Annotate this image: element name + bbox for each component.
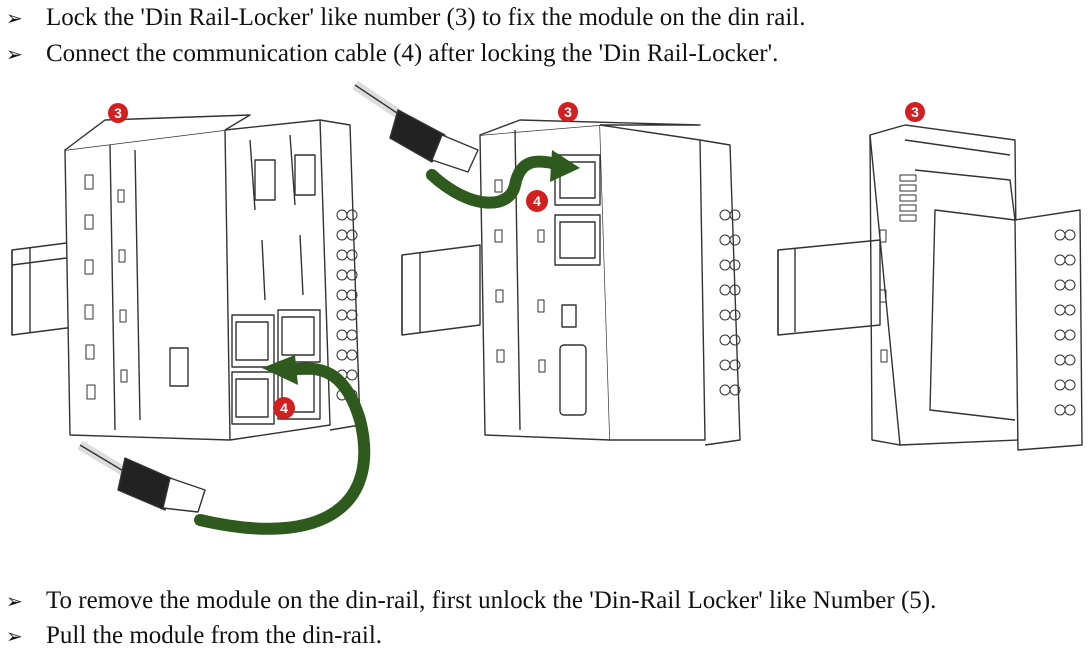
badge-cable-middle: 4 bbox=[526, 190, 548, 212]
badge-cable-left: 4 bbox=[273, 397, 295, 419]
insert-arrow-middle bbox=[426, 155, 566, 209]
arrow-head-icon bbox=[550, 150, 580, 182]
svg-text:4: 4 bbox=[280, 400, 288, 416]
svg-text:3: 3 bbox=[564, 104, 572, 120]
bullet-arrow-icon: ➢ bbox=[6, 626, 23, 648]
module-installation-figure: 3 4 3 4 3 bbox=[11, 80, 1083, 535]
bullet-arrow-icon: ➢ bbox=[6, 44, 23, 66]
instruction-text: Connect the communication cable (4) afte… bbox=[46, 40, 779, 67]
badge-locker-left: 3 bbox=[108, 103, 128, 123]
badge-locker-right: 3 bbox=[905, 102, 925, 122]
module-left bbox=[11, 114, 361, 513]
instruction-unlock-locker: ➢ To remove the module on the din-rail, f… bbox=[6, 585, 936, 618]
svg-text:4: 4 bbox=[533, 193, 541, 209]
badge-locker-middle: 3 bbox=[558, 102, 578, 122]
instruction-text: Pull the module from the din-rail. bbox=[46, 622, 383, 649]
module-middle bbox=[352, 80, 741, 446]
instruction-text: To remove the module on the din-rail, fi… bbox=[46, 587, 937, 614]
insert-arrow-left bbox=[194, 362, 371, 535]
instruction-connect-cable: ➢ Connect the communication cable (4) aft… bbox=[6, 38, 778, 71]
instruction-pull-module: ➢ Pull the module from the din-rail. bbox=[6, 620, 382, 653]
instruction-lock-locker: ➢ Lock the 'Din Rail-Locker' like number … bbox=[6, 2, 806, 35]
svg-text:3: 3 bbox=[114, 105, 122, 121]
bullet-arrow-icon: ➢ bbox=[6, 8, 23, 30]
bullet-arrow-icon: ➢ bbox=[6, 591, 23, 613]
arrow-head-icon bbox=[262, 355, 298, 385]
instruction-text: Lock the 'Din Rail-Locker' like number (… bbox=[46, 4, 806, 31]
svg-text:3: 3 bbox=[911, 104, 919, 120]
module-right bbox=[777, 124, 1083, 451]
